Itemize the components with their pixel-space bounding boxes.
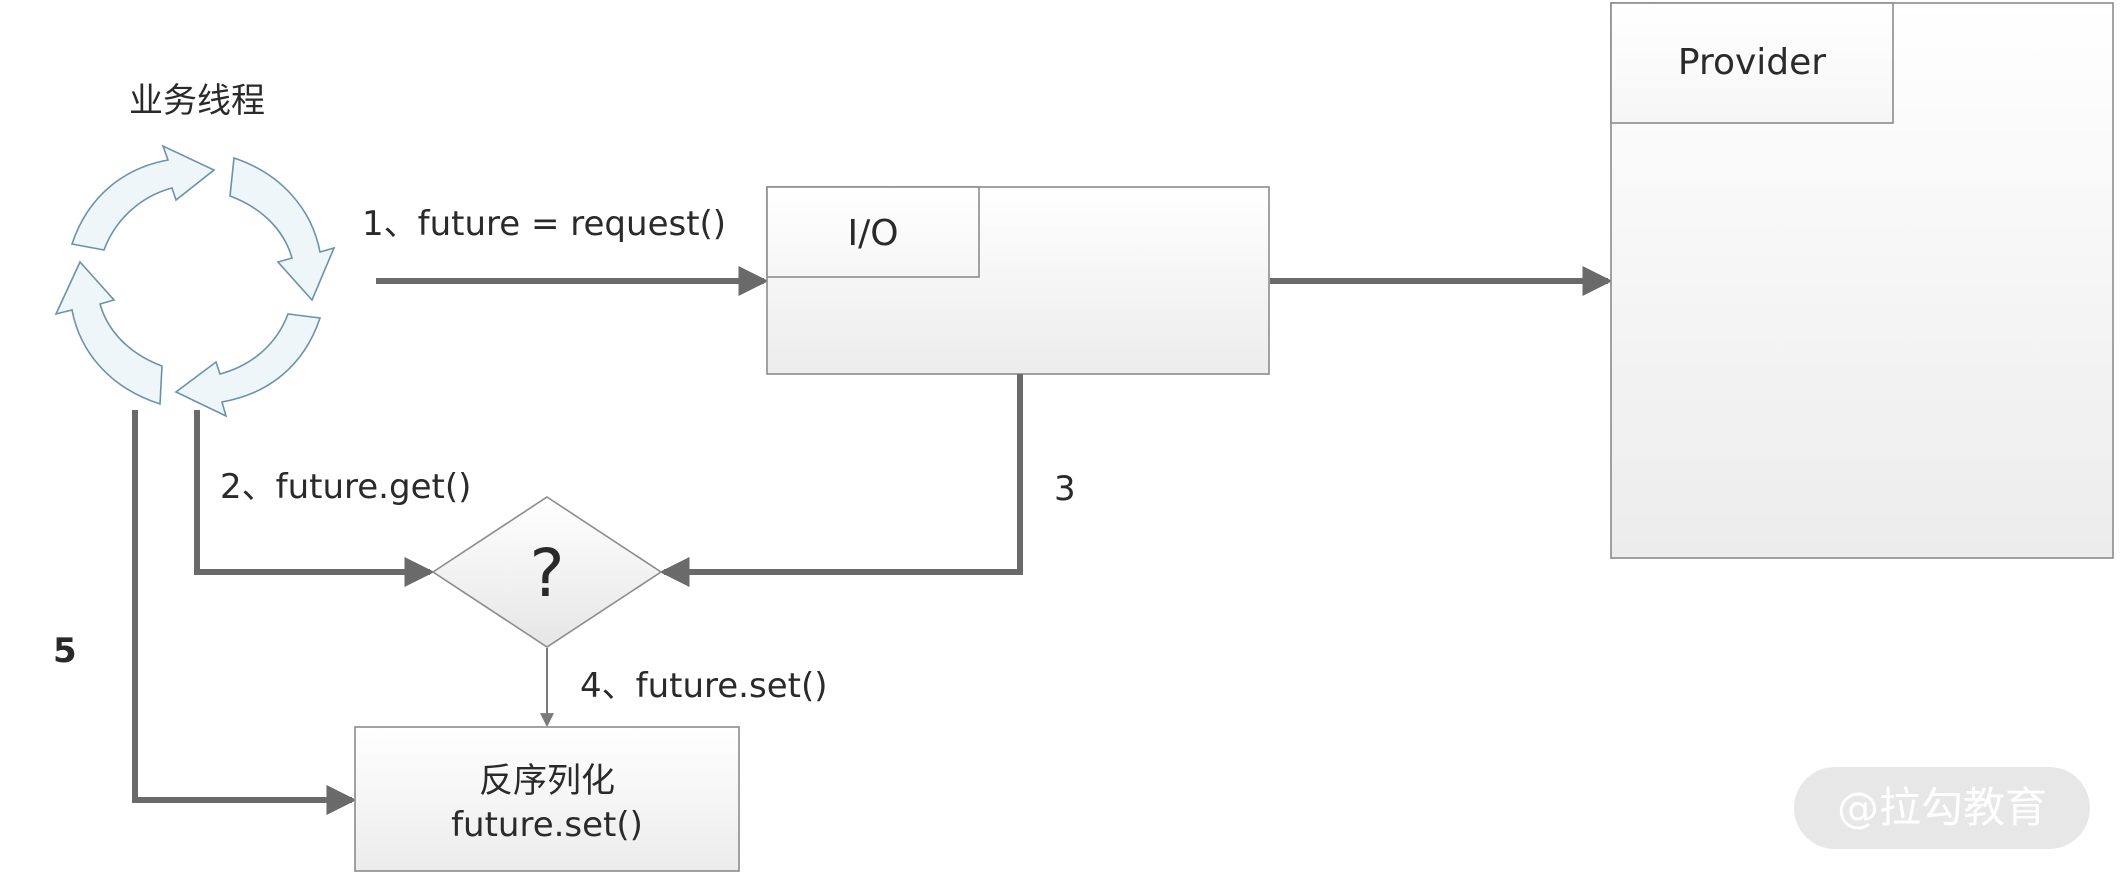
cycle-arrow-left	[54, 260, 163, 406]
io-box: I/O	[766, 186, 1270, 375]
thread-cycle-icon	[54, 144, 336, 418]
decision-label: ?	[529, 535, 564, 612]
deserialize-box: 反序列化 future.set()	[354, 726, 740, 872]
connector-response	[659, 374, 1023, 587]
watermark-text: @拉勾教育	[1837, 783, 2047, 832]
decision-diamond: ?	[431, 496, 663, 648]
provider-box: Provider	[1610, 2, 2114, 559]
step2-label: 2、future.get()	[220, 467, 471, 507]
provider-box-label: Provider	[1678, 42, 1826, 83]
provider-box-tab	[1610, 2, 1894, 124]
deserialize-box-line1: 反序列化	[479, 761, 615, 801]
thread-label: 业务线程	[129, 81, 265, 121]
io-box-tab	[766, 186, 980, 278]
cycle-arrow-bottom	[174, 313, 322, 418]
step1-label: 1、future = request()	[362, 204, 726, 244]
step3-label: 3	[1054, 469, 1076, 509]
io-box-label: I/O	[847, 213, 898, 254]
cycle-arrow-right	[229, 156, 336, 302]
deserialize-box-line2: future.set()	[451, 805, 643, 845]
step5-label: 5	[53, 631, 77, 671]
cycle-arrow-top	[70, 144, 216, 251]
watermark: @拉勾教育	[1794, 767, 2090, 849]
connector-get	[194, 410, 435, 587]
connector-deserialize	[132, 410, 357, 815]
step4-label: 4、future.set()	[580, 666, 827, 706]
